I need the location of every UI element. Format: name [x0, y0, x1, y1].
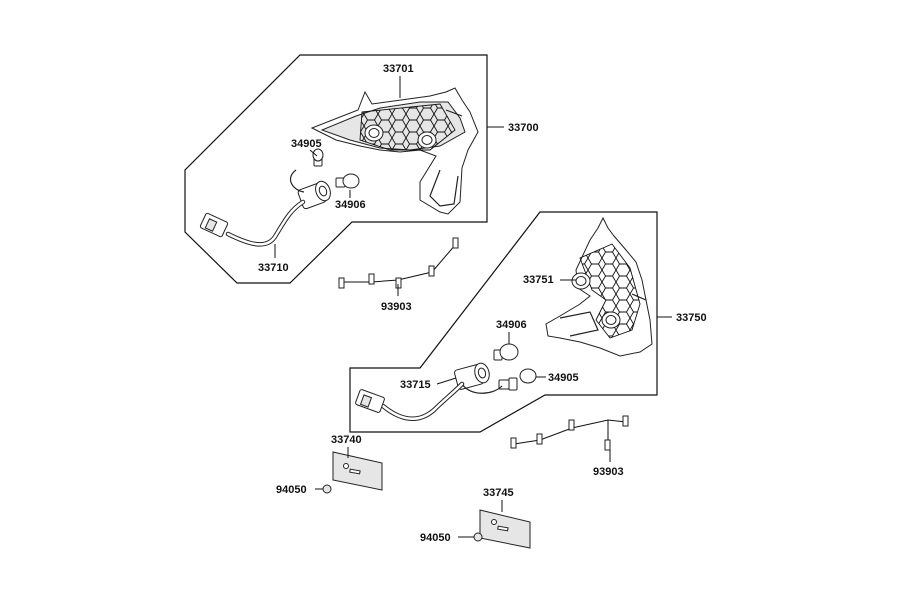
label-33710: 33710	[258, 262, 289, 274]
bulb-socket-left[interactable]	[297, 179, 333, 210]
label-33745: 33745	[483, 487, 514, 499]
label-34905-left: 34905	[291, 138, 322, 150]
label-34906-right: 34906	[496, 319, 527, 331]
turn-signal-housing-right[interactable]	[545, 216, 653, 357]
nut-94050-right[interactable]	[473, 532, 483, 542]
label-33701: 33701	[383, 63, 414, 75]
wire-short-right	[461, 383, 503, 394]
label-33740: 33740	[331, 434, 362, 446]
label-94050-left: 94050	[276, 484, 307, 496]
reflector-33745[interactable]	[479, 509, 531, 549]
bulb-34906-left[interactable]	[335, 173, 360, 189]
bulb-34906-right[interactable]	[493, 343, 519, 361]
label-33751: 33751	[523, 274, 554, 286]
reflector-33740[interactable]	[332, 451, 383, 491]
label-33700: 33700	[508, 122, 539, 134]
wire-short-left	[289, 169, 305, 193]
screw-set-93903-right[interactable]	[510, 415, 629, 451]
label-94050-right: 94050	[420, 532, 451, 544]
frame-33750	[349, 211, 658, 433]
turn-signal-housing-left[interactable]	[310, 87, 479, 215]
label-93903-left: 93903	[381, 301, 412, 313]
wire-harness-33715[interactable]	[355, 381, 465, 421]
leader-lines	[274, 76, 672, 538]
label-33750: 33750	[676, 312, 707, 324]
label-34906-left: 34906	[335, 199, 366, 211]
bulb-34905-right[interactable]	[498, 368, 537, 391]
wire-harness-33710[interactable]	[199, 199, 306, 247]
label-34905-right: 34905	[548, 372, 579, 384]
label-33715: 33715	[400, 379, 431, 391]
screw-set-93903-left[interactable]	[338, 237, 459, 289]
frame-33700	[184, 54, 488, 284]
bulb-34905-left[interactable]	[312, 148, 324, 167]
label-93903-right: 93903	[593, 466, 624, 478]
nut-94050-left[interactable]	[322, 484, 332, 494]
